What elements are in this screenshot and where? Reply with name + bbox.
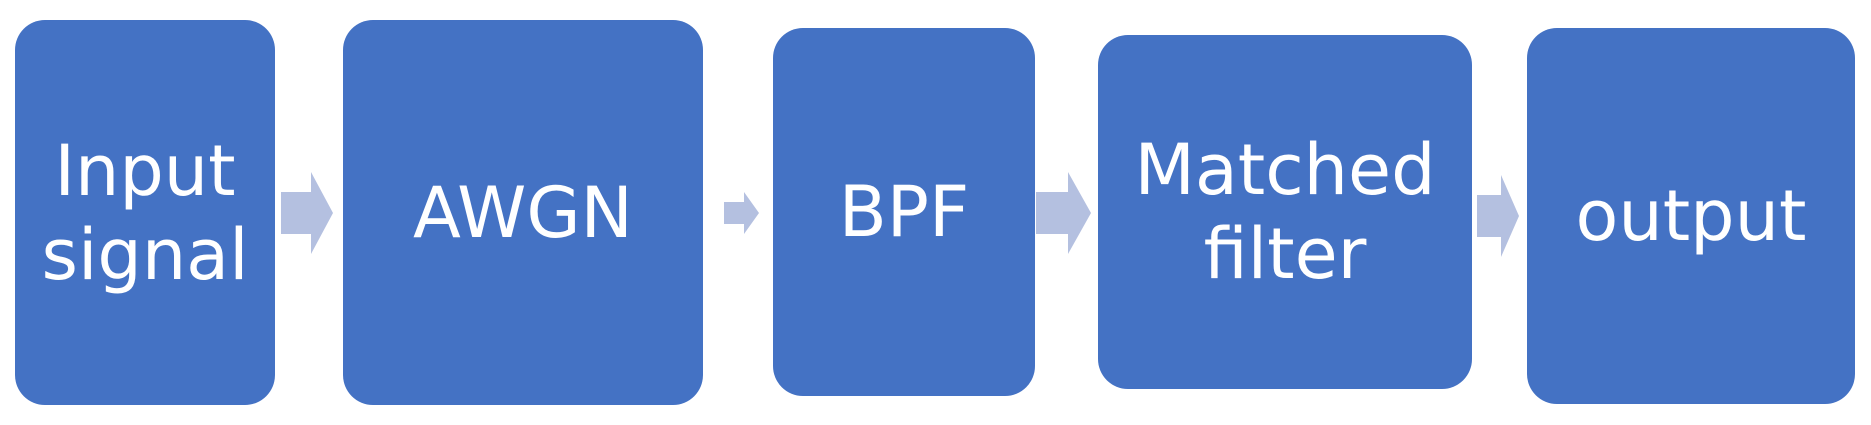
step-label: BPF [838, 171, 970, 253]
arrow-shape [1477, 175, 1519, 257]
step-box-input-signal: Input signal [15, 20, 275, 405]
arrow-shape [1036, 172, 1091, 254]
step-box-output: output [1527, 28, 1855, 404]
step-box-bpf: BPF [773, 28, 1035, 396]
step-label: output [1575, 175, 1807, 257]
flow-arrow-4 [1477, 175, 1519, 257]
step-label: Matched filter [1134, 129, 1436, 295]
step-box-matched-filter: Matched filter [1098, 35, 1472, 389]
flow-arrow-3 [1036, 172, 1091, 254]
step-label: Input signal [41, 129, 249, 296]
flow-arrow-2 [724, 192, 759, 234]
arrow-shape [281, 172, 333, 254]
arrow-shape [724, 192, 759, 234]
step-box-awgn: AWGN [343, 20, 703, 405]
step-label: AWGN [413, 171, 633, 254]
flow-arrow-1 [281, 172, 333, 254]
